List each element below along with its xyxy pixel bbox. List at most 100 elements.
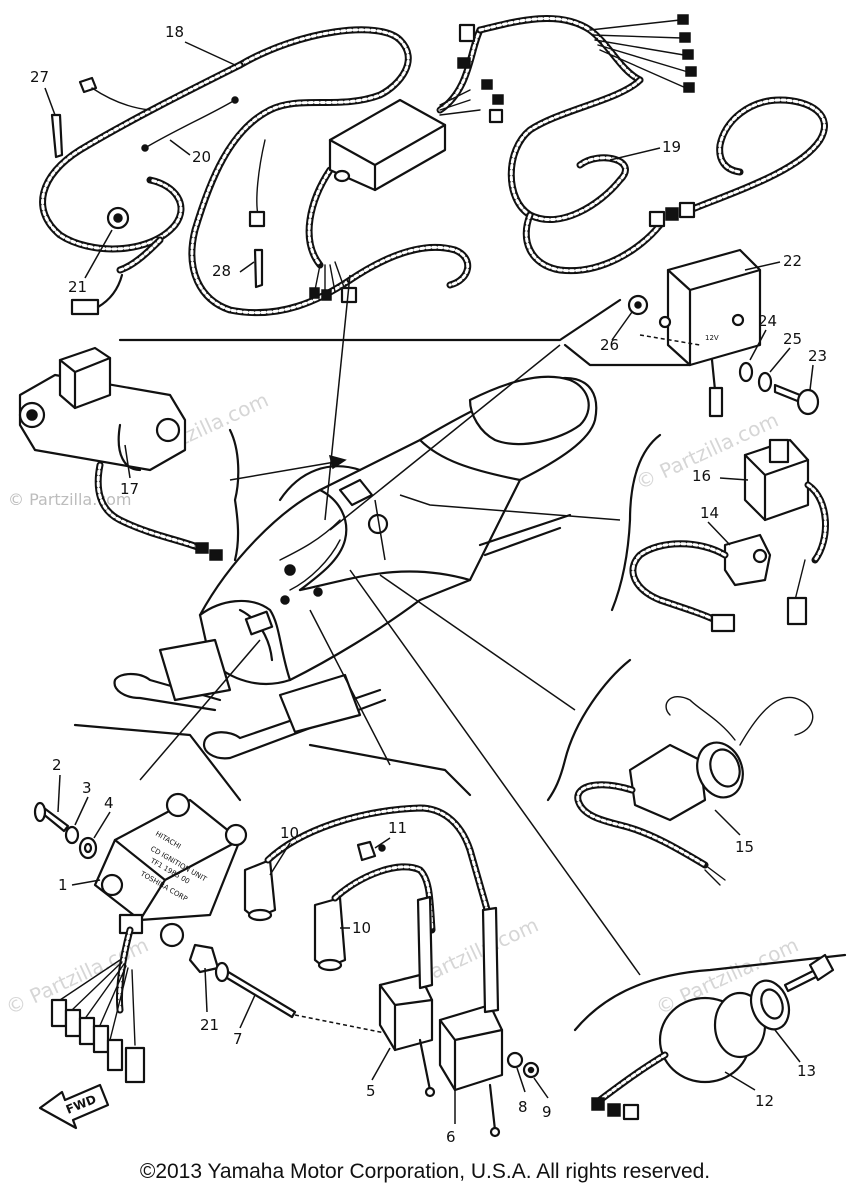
washer-25 (757, 371, 773, 393)
part-number-labels: 18 27 20 21 28 19 22 26 24 25 23 17 16 1… (30, 23, 827, 1146)
bezel-13 (749, 979, 791, 1031)
part-label-5: 5 (366, 1082, 376, 1100)
ignition-coil-5 (378, 895, 436, 1098)
lead-11 (356, 840, 386, 862)
ignition-connector (92, 1024, 110, 1054)
part-label-13: 13 (797, 1062, 816, 1080)
washer-4 (78, 836, 98, 860)
switch-connector (622, 1103, 640, 1121)
part-label-2: 2 (52, 756, 62, 774)
plug-cap-10a (243, 804, 494, 924)
harness-connector (481, 79, 493, 90)
harness-connector (648, 210, 666, 228)
clamp-27 (50, 76, 151, 159)
harness-connector (457, 57, 471, 69)
section-bracket (73, 723, 242, 802)
part-label-1: 1 (58, 876, 68, 894)
harness-connector (682, 49, 694, 60)
section-bracket (573, 953, 847, 1032)
part-label-16: 16 (692, 467, 711, 485)
harness-19 (507, 76, 828, 275)
clamp-28 (253, 248, 264, 289)
leader-lines (139, 274, 641, 976)
harness-connector (492, 94, 504, 105)
part-label-25: 25 (783, 330, 802, 348)
regulator-22: 12V (658, 248, 762, 418)
part-label-3: 3 (82, 779, 92, 797)
section-bracket (546, 658, 632, 802)
part-label-21b: 21 (200, 1016, 219, 1034)
washer-24 (738, 361, 754, 383)
part-label-23: 23 (808, 347, 827, 365)
part-label-28: 28 (212, 262, 231, 280)
part-label-26: 26 (600, 336, 619, 354)
snowmobile-body (113, 375, 598, 760)
harness-connector (309, 287, 320, 299)
ignition-connector (106, 1038, 124, 1072)
part-label-15: 15 (735, 838, 754, 856)
copyright-notice: ©2013 Yamaha Motor Corporation, U.S.A. A… (139, 1160, 711, 1183)
section-bracket (610, 433, 662, 612)
ignition-unit-1: HITACHI CD IGNITION UNIT TF1 1985 00 TOS… (50, 792, 248, 1084)
callout-leaders (44, 41, 814, 1124)
bolt-2 (33, 801, 70, 833)
part-label-14: 14 (700, 504, 719, 522)
nut-9 (522, 1061, 540, 1079)
section-bracket (228, 428, 240, 562)
part-label-4: 4 (104, 794, 114, 812)
fwd-arrow: FWD (38, 1083, 110, 1130)
part-label-12: 12 (755, 1092, 774, 1110)
washer-3 (64, 825, 80, 845)
switch-connector (786, 596, 808, 626)
harness-connector (677, 14, 689, 25)
relay-17 (18, 346, 223, 561)
bolt-23 (773, 383, 820, 416)
switch-16 (743, 438, 829, 626)
switch-connector (607, 1103, 621, 1117)
part-label-27: 27 (30, 68, 49, 86)
part-label-11: 11 (388, 819, 407, 837)
key (783, 953, 835, 993)
section-bracket (308, 743, 472, 797)
harness-connector (321, 289, 332, 301)
junction-box (328, 98, 447, 192)
harness-connector (679, 32, 691, 43)
watermark-text: © Partzilla.com (8, 490, 131, 509)
ignition-coil-6 (438, 906, 504, 1138)
wire-lead-20 (141, 96, 239, 152)
harness-connector (70, 298, 100, 316)
bolt-7 (214, 961, 421, 1041)
nut-26 (627, 294, 649, 316)
assembly-line (639, 334, 701, 346)
regulator-mark: 12V (705, 334, 719, 342)
part-label-20: 20 (192, 148, 211, 166)
part-label-18: 18 (165, 23, 184, 41)
harness-connector (685, 66, 697, 77)
regulator-connector (708, 386, 724, 418)
harness-connector (683, 82, 695, 93)
harness-connector (248, 210, 266, 228)
ignition-connector (124, 1046, 146, 1084)
plug-cap-10b (313, 863, 436, 972)
part-label-21: 21 (68, 278, 87, 296)
grommet-21b (188, 943, 220, 974)
part-label-17: 17 (120, 480, 139, 498)
part-label-10a: 10 (280, 824, 299, 842)
harness-connector (665, 207, 679, 221)
part-label-22: 22 (783, 252, 802, 270)
part-label-24: 24 (758, 312, 777, 330)
harness-connector (488, 108, 504, 124)
relay-connector (209, 549, 223, 561)
part-label-10b: 10 (352, 919, 371, 937)
part-label-6: 6 (446, 1128, 456, 1146)
section-bracket (118, 298, 622, 342)
harness-connector (678, 201, 696, 219)
grommet-21 (106, 206, 130, 230)
switch-connector (591, 1097, 605, 1111)
part-label-9: 9 (542, 1103, 552, 1121)
relay-connector (195, 542, 209, 554)
harness-connector (458, 23, 476, 43)
ignition-connector (64, 1008, 82, 1038)
switch-connector (710, 613, 736, 633)
